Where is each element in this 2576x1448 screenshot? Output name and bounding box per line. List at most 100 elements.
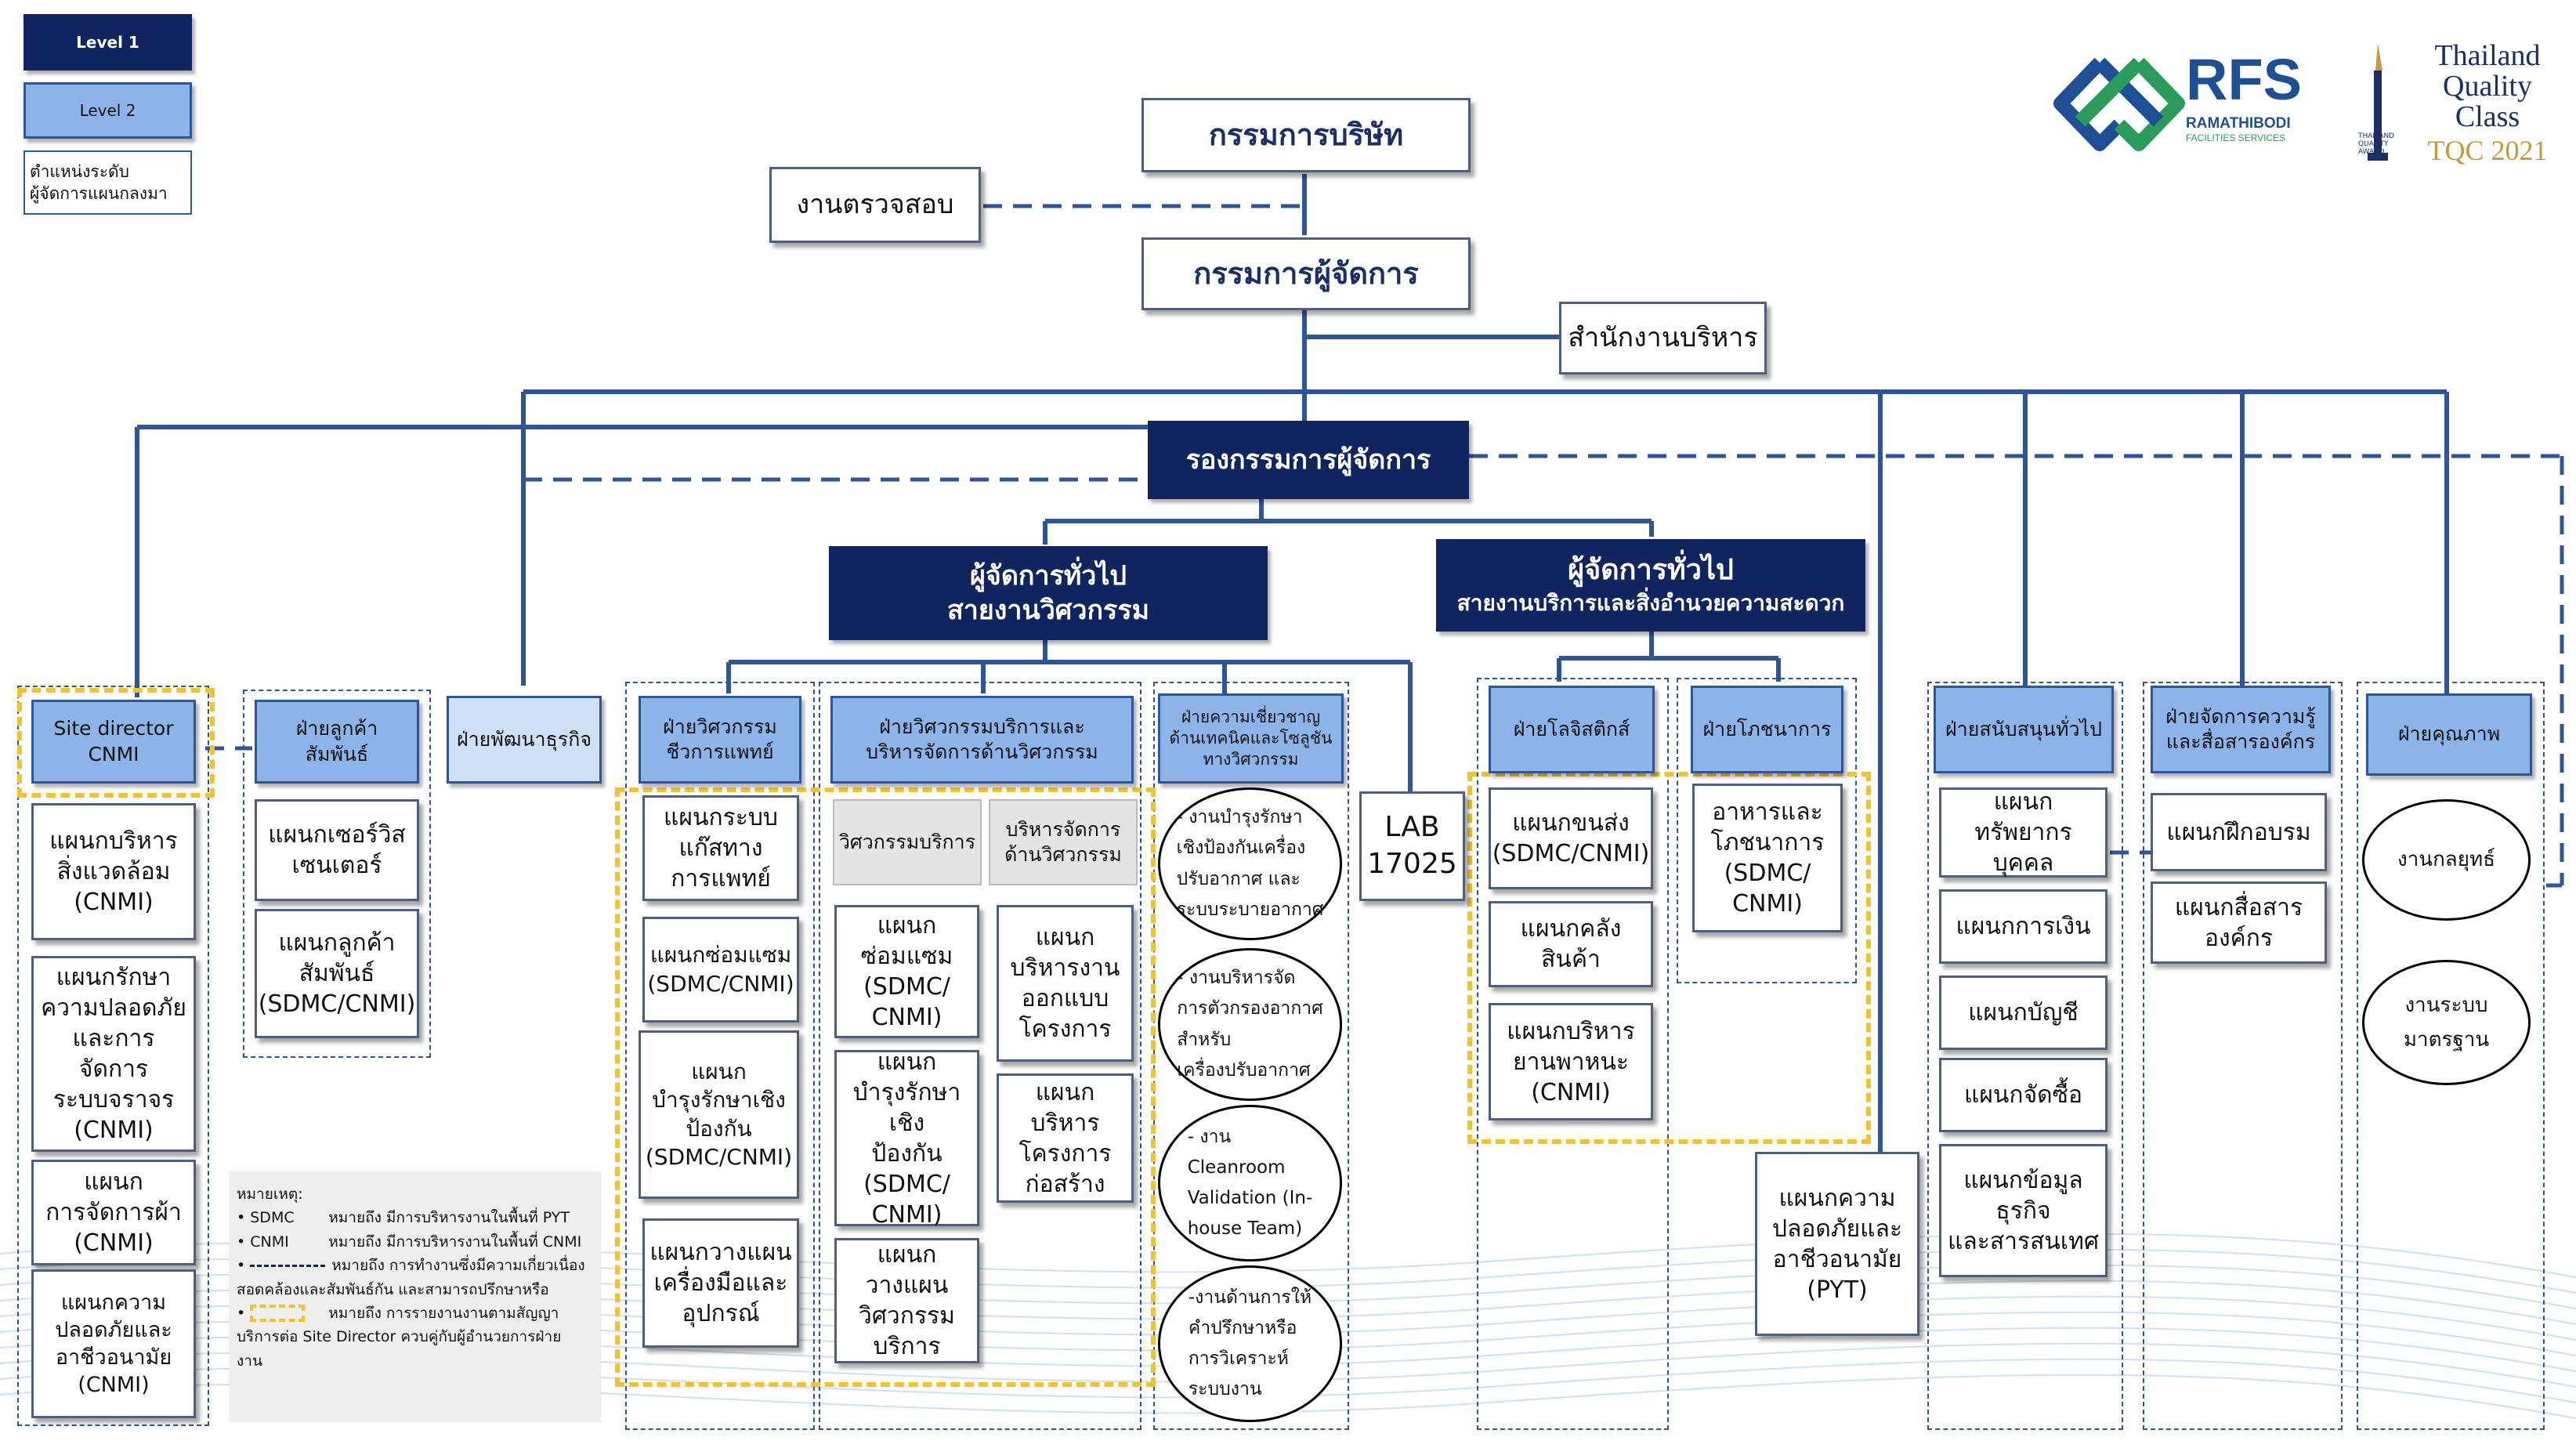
md-box: กรรมการผู้จัดการ [1141, 237, 1471, 310]
gm-engineering-box: ผู้จัดการทั่วไป สายงานวิศวกรรม [829, 546, 1268, 640]
medeng-item-1: แผนกซ่อมแซม (SDMC/CNMI) [642, 917, 799, 1023]
quality-item-0-label: งานกลยุทธ์ [2397, 848, 2495, 872]
notes-sdmc-text: หมายถึง มีการบริหารงานในพื้นที่ PYT [328, 1209, 570, 1227]
notes-heading: หมายเหตุ: [237, 1186, 303, 1203]
notes-yellow-row: • หมายถึง การรายงานงานตามสัญญา [237, 1304, 559, 1323]
medeng-item-1-label: แผนกซ่อมแซม (SDMC/CNMI) [647, 942, 794, 997]
dashed-line-sample-icon [250, 1265, 326, 1268]
legend-position-note-label: ตำแหน่งระดับ ผู้จัดการแผนกลงมา [30, 161, 168, 203]
logistics-item-0: แผนกขนส่ง (SDMC/CNMI) [1489, 787, 1653, 889]
board-box: กรรมการบริษัท [1141, 98, 1471, 172]
knowledge-item-0-label: แผนกฝึกอบรม [2166, 818, 2311, 846]
engsvc-right-item-0: แผนก บริหารงาน ออกแบบ โครงการ [997, 905, 1134, 1062]
tqc-small-label: THAILAND QUALITY AWARD [2358, 132, 2395, 156]
customer-item-0-label: แผนกเซอร์วิส เซนเตอร์ [268, 821, 406, 879]
expert-item-2-label: - งาน Cleanroom Validation (In- house Te… [1187, 1126, 1313, 1240]
expert-dept-label: ฝ่ายความเชี่ยวชาญ ด้านเทคนิคและโซลูชัน ท… [1169, 707, 1333, 769]
support-item-4-label: แผนกข้อมูลธุรกิจ และสารสนเทศ [1948, 1166, 2099, 1255]
quality-item-1: งานระบบ มาตรฐาน [2362, 960, 2531, 1085]
lab-box: LAB 17025 [1359, 791, 1465, 901]
rfs-logo-icon [2053, 57, 2185, 151]
site-item-3-label: แผนกความ ปลอดภัยและ อาชีวอนามัย (CNMI) [55, 1290, 172, 1398]
yellow-dashed-sample-icon [250, 1305, 306, 1323]
expert-item-1-label: - งานบริหารจัด การตัวกรองอากาศ สำหรับ เค… [1177, 968, 1323, 1081]
support-dept-box: ฝ่ายสนับสนุนทั่วไป [1934, 686, 2114, 773]
bizdev-label: ฝ่ายพัฒนาธุรกิจ [457, 727, 592, 751]
medeng-dept-box: ฝ่ายวิศวกรรม ชีวการแพทย์ [639, 696, 801, 784]
support-dept-label: ฝ่ายสนับสนุนทั่วไป [1945, 717, 2102, 740]
engsvc-right-item-1: แผนกบริหาร โครงการ ก่อสร้าง [997, 1073, 1134, 1203]
knowledge-item-1-label: แผนกสื่อสาร องค์กร [2174, 893, 2303, 952]
tqc-line2: Quality [2443, 69, 2532, 103]
customer-item-0: แผนกเซอร์วิส เซนเตอร์ [255, 799, 419, 901]
site-director-box: Site director CNMI [31, 700, 196, 784]
logistics-item-2-label: แผนกบริหาร ยานพาหนะ (CNMI) [1507, 1017, 1635, 1106]
customer-item-1-label: แผนกลูกค้า สัมพันธ์ (SDMC/CNMI) [258, 929, 416, 1018]
site-item-1: แผนกรักษา ความปลอดภัย และการจัดการ ระบบจ… [31, 956, 196, 1152]
engsvc-column [819, 682, 1141, 1430]
site-item-0: แผนกบริหาร สิ่งแวดล้อม (CNMI) [31, 803, 196, 940]
knowledge-dept-box: ฝ่ายจัดการความรู้ และสื่อสารองค์กร [2151, 686, 2331, 773]
deputy-md-label: รองกรรมการผู้จัดการ [1185, 443, 1431, 476]
lab-label: LAB 17025 [1367, 811, 1457, 880]
md-label: กรรมการผู้จัดการ [1193, 255, 1419, 291]
admin-office-label: สำนักงานบริหาร [1568, 322, 1758, 354]
legend-level1-label: Level 1 [76, 33, 139, 52]
notes-dash-row: • หมายถึง การทำงานซึ่งมีความเกี่ยวเนื่อง [237, 1257, 585, 1275]
medeng-column [625, 682, 815, 1430]
support-item-2-label: แผนกบัญชี [1968, 999, 2079, 1026]
pyt-safety-box: แผนกความ ปลอดภัยและ อาชีวอนามัย (PYT) [1755, 1152, 1919, 1336]
customer-item-1: แผนกลูกค้า สัมพันธ์ (SDMC/CNMI) [255, 909, 419, 1038]
board-label: กรรมการบริษัท [1208, 117, 1404, 152]
admin-office-box: สำนักงานบริหาร [1559, 302, 1767, 375]
logistics-item-2: แผนกบริหาร ยานพาหนะ (CNMI) [1489, 1003, 1653, 1120]
medeng-item-2-label: แผนก บำรุงรักษาเชิง ป้องกัน (SDMC/CNMI) [645, 1058, 793, 1170]
logistics-item-1-label: แผนกคลังสินค้า [1520, 915, 1622, 973]
rfs-wordmark: RFS RAMATHIBODI FACILITIES SERVICES [2186, 51, 2311, 144]
site-director-label: Site director CNMI [53, 717, 174, 766]
support-item-2: แผนกบัญชี [1939, 976, 2107, 1050]
rfs-sub1: RAMATHIBODI [2186, 115, 2291, 132]
knowledge-item-0: แผนกฝึกอบรม [2151, 793, 2327, 871]
engsvc-left-item-2-label: แผนกวางแผน วิศวกรรม บริการ [859, 1241, 955, 1360]
quality-item-0: งานกลยุทธ์ [2362, 799, 2531, 921]
knowledge-dept-label: ฝ่ายจัดการความรู้ และสื่อสารองค์กร [2165, 704, 2316, 754]
tqc-year: TQC 2021 [2427, 135, 2548, 167]
gm-engineering-line2: สายงานวิศวกรรม [947, 595, 1149, 626]
knowledge-column [2143, 682, 2343, 1430]
engsvc-sub-right: บริหารจัดการ ด้านวิศวกรรม [989, 799, 1138, 885]
logistics-item-1: แผนกคลังสินค้า [1489, 901, 1653, 987]
site-director-column [17, 686, 209, 1426]
engsvc-left-item-1-label: แผนก บำรุงรักษาเชิง ป้องกัน (SDMC/ CNMI) [852, 1048, 961, 1229]
legend-level1: Level 1 [24, 14, 192, 71]
logistics-column [1477, 678, 1669, 1430]
site-item-2: แผนก การจัดการผ้า (CNMI) [31, 1160, 196, 1265]
engsvc-left-item-1: แผนก บำรุงรักษาเชิง ป้องกัน (SDMC/ CNMI) [834, 1048, 979, 1229]
notes-sdmc-key: SDMC [250, 1209, 295, 1227]
medeng-item-3: แผนกวางแผน เครื่องมือและ อุปกรณ์ [642, 1218, 799, 1348]
audit-label: งานตรวจสอบ [796, 189, 954, 221]
nutrition-dept-box: ฝ่ายโภชนาการ [1691, 686, 1843, 773]
site-item-2-label: แผนก การจัดการผ้า (CNMI) [45, 1168, 182, 1257]
engsvc-dept-label: ฝ่ายวิศวกรรมบริการและ บริหารจัดการด้านวิ… [866, 715, 1098, 764]
gm-services-box: ผู้จัดการทั่วไป สายงานบริการและสิ่งอำนวย… [1436, 539, 1865, 632]
site-contract-highlight [17, 688, 215, 798]
gm-services-line2: สายงานบริการและสิ่งอำนวยความสะดวก [1456, 590, 1845, 617]
legend-level2: Level 2 [24, 82, 192, 139]
notes-dash-text2: สอดคล้องและสัมพันธ์กัน และสามารถปรึกษาหร… [237, 1280, 549, 1298]
expert-item-1: - งานบริหารจัด การตัวกรองอากาศ สำหรับ เค… [1158, 948, 1342, 1101]
support-item-1: แผนกการเงิน [1939, 889, 2107, 964]
engsvc-sub-right-label: บริหารจัดการ ด้านวิศวกรรม [1004, 817, 1122, 867]
bizdev-box: ฝ่ายพัฒนาธุรกิจ [447, 696, 602, 784]
expert-dept-box: ฝ่ายความเชี่ยวชาญ ด้านเทคนิคและโซลูชัน ท… [1158, 693, 1344, 784]
support-item-3-label: แผนกจัดซื้อ [1963, 1081, 2083, 1109]
legend-level2-label: Level 2 [79, 101, 136, 120]
logistics-dept-label: ฝ่ายโลจิสติกส์ [1513, 717, 1630, 740]
notes-dash-text: หมายถึง การทำงานซึ่งมีความเกี่ยวเนื่อง [331, 1257, 585, 1275]
site-item-3: แผนกความ ปลอดภัยและ อาชีวอนามัย (CNMI) [31, 1269, 196, 1418]
notes-cnmi-key: CNMI [250, 1233, 289, 1251]
